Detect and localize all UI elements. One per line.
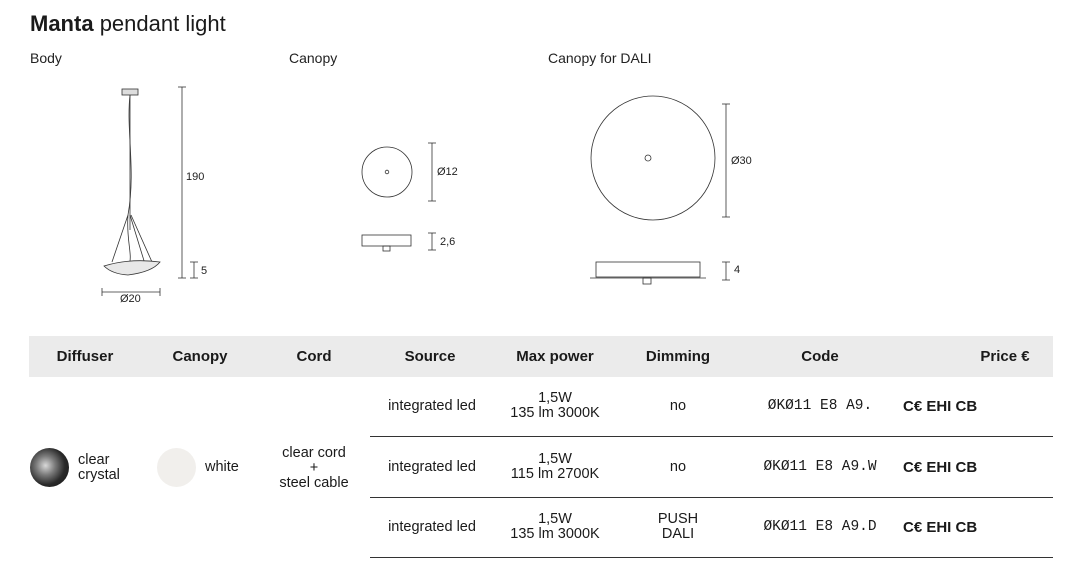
row1-dimming: no [669, 398, 687, 414]
row1-cert-marks: C€ EHI CB [903, 398, 978, 415]
header-price: Price € [980, 348, 1030, 365]
canopy-swatch [157, 448, 196, 487]
table-header-bar [29, 336, 1053, 377]
canopy-dali-drawing [590, 95, 730, 285]
cord-line1: clear cord [282, 445, 346, 461]
header-code: Code [801, 348, 839, 365]
cord-label: clear cord + steel cable [264, 446, 364, 491]
row3-power-watts: 1,5W [538, 511, 572, 527]
dim-body-diameter: Ø20 [120, 293, 141, 305]
dim-canopy-diameter: Ø12 [437, 166, 458, 178]
canopy-color: white [205, 459, 239, 475]
section-canopy-label: Canopy [289, 50, 338, 66]
section-body-label: Body [30, 50, 62, 66]
row3-code: ØKØ11 E8 A9.D [763, 519, 877, 535]
diffuser-line2: crystal [78, 467, 120, 483]
diffuser-label: clear crystal [78, 453, 120, 483]
header-dimming: Dimming [645, 348, 711, 365]
row1-code: ØKØ11 E8 A9. [767, 398, 873, 414]
row-divider [370, 557, 1053, 558]
dim-dali-diameter: Ø30 [731, 155, 752, 167]
row3-cert-marks: C€ EHI CB [903, 519, 978, 536]
dim-body-height: 190 [186, 171, 205, 183]
canopy-drawing [361, 142, 436, 252]
row3-source: integrated led [388, 519, 476, 535]
cord-line3: steel cable [279, 475, 349, 491]
header-canopy: Canopy [172, 348, 228, 365]
header-cord: Cord [296, 348, 332, 365]
row3-power-lumen: 135 lm 3000K [510, 526, 600, 542]
header-source: Source [404, 348, 456, 365]
page-title: Manta pendant light [30, 10, 226, 38]
cord-line2: + [309, 460, 319, 476]
row1-power: 1,5W 135 lm 3000K [500, 391, 610, 421]
row2-dimming: no [669, 459, 687, 475]
row3-dimming-line1: PUSH [657, 511, 699, 527]
row-divider [370, 497, 1053, 498]
row2-power-lumen: 115 lm 2700K [510, 466, 600, 482]
row1-power-watts: 1,5W [538, 390, 572, 406]
title-brand: Manta [30, 11, 94, 36]
body-drawing [101, 86, 198, 296]
row1-source: integrated led [388, 398, 476, 414]
diffuser-line1: clear [78, 452, 110, 468]
row-divider [370, 436, 1053, 437]
header-max-power: Max power [516, 348, 594, 365]
title-rest: pendant light [99, 11, 226, 36]
technical-drawings [101, 86, 730, 296]
row2-code: ØKØ11 E8 A9.W [763, 459, 877, 475]
row2-cert-marks: C€ EHI CB [903, 459, 978, 476]
dim-canopy-height: 2,6 [440, 236, 456, 248]
row3-dimming: PUSH DALI [628, 512, 728, 542]
row2-power-watts: 1,5W [538, 451, 572, 467]
row2-source: integrated led [388, 459, 476, 475]
row3-power: 1,5W 135 lm 3000K [500, 512, 610, 542]
dim-dali-height: 4 [734, 264, 741, 276]
header-diffuser: Diffuser [56, 348, 114, 365]
dim-body-bottom: 5 [201, 265, 208, 277]
row2-power: 1,5W 115 lm 2700K [500, 452, 610, 482]
row3-dimming-line2: DALI [661, 526, 695, 542]
diffuser-swatch [30, 448, 69, 487]
row1-power-lumen: 135 lm 3000K [510, 405, 600, 421]
section-canopy-dali-label: Canopy for DALI [548, 50, 652, 66]
